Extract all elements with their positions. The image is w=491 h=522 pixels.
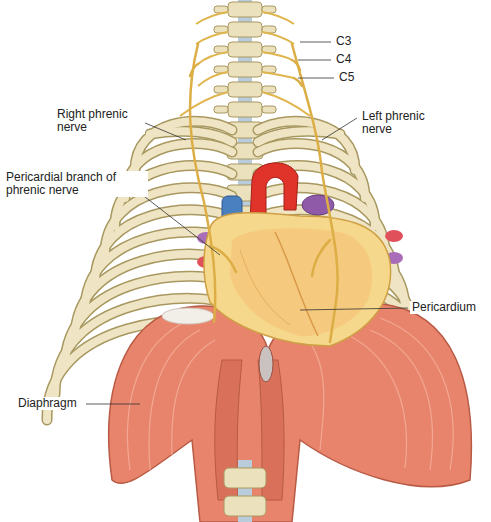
branch-label: Pericardial branch of phrenic nerve <box>4 171 148 197</box>
structure-label: Diaphragm <box>16 397 79 410</box>
structure-label: Pericardium <box>410 301 478 314</box>
nerve-label: Right phrenic nerve <box>55 108 145 134</box>
leader-lines <box>86 42 408 404</box>
nerve-label: Left phrenic nerve <box>360 110 448 136</box>
vertebra-label: C4 <box>334 53 353 66</box>
phrenic-nerves <box>190 44 338 342</box>
vertebra-label: C3 <box>334 35 353 48</box>
cervical-nerves <box>180 12 310 116</box>
vertebra-label: C5 <box>337 71 356 84</box>
heart <box>197 163 403 346</box>
